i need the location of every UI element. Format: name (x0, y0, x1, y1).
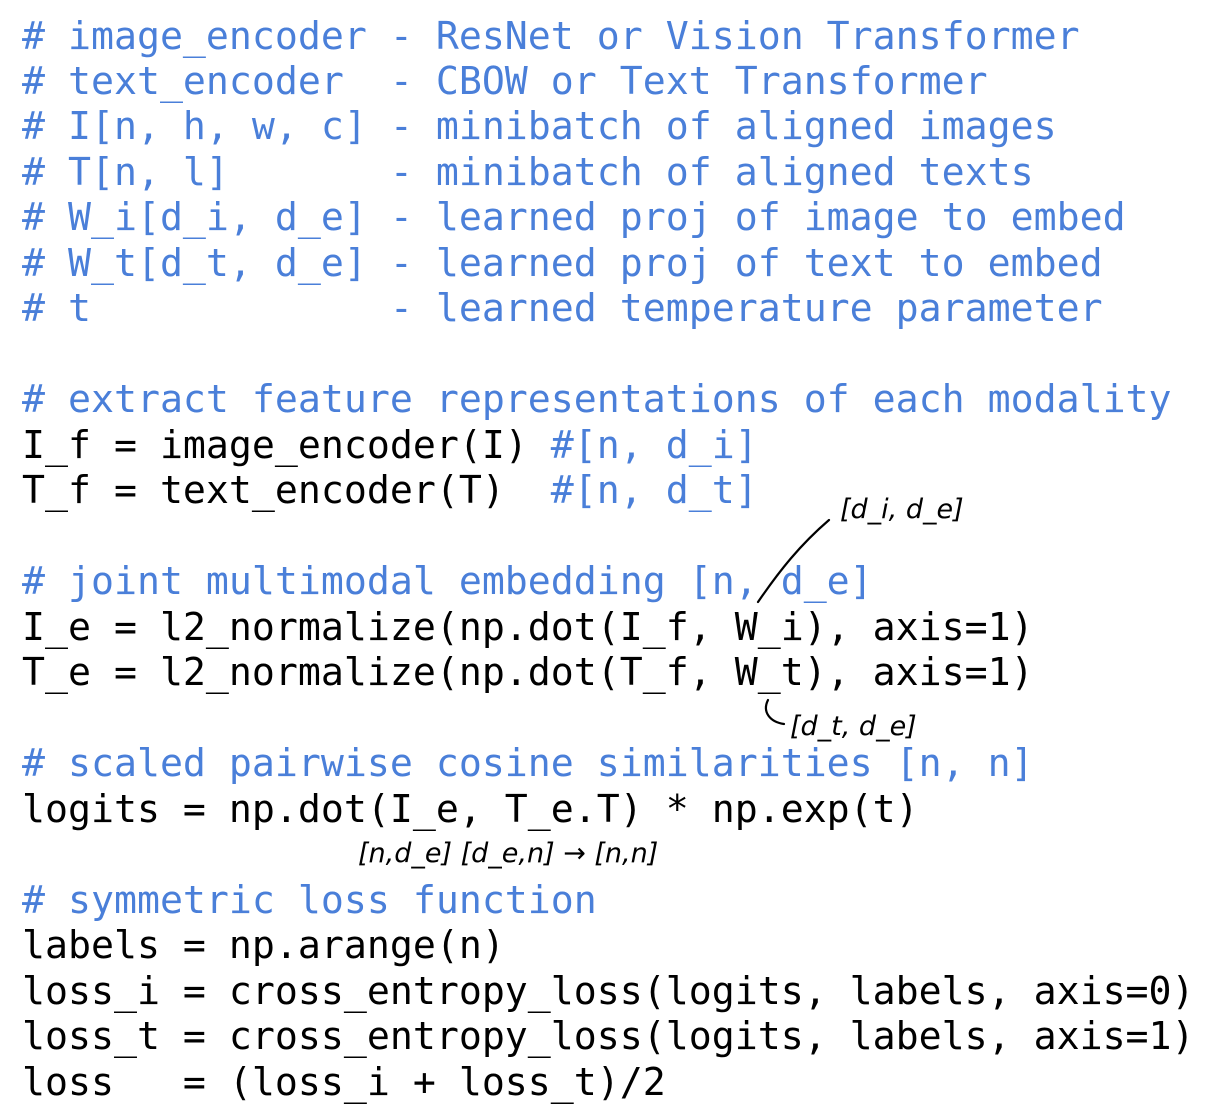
code-line-20: # symmetric loss function (22, 878, 597, 924)
code-line-24: loss = (loss_i + loss_t)/2 (22, 1060, 666, 1106)
comment-text: # symmetric loss function (22, 879, 597, 923)
comment-text: # joint multimodal embedding [n, d_e] (22, 560, 873, 604)
code-line-10: I_f = image_encoder(I) #[n, d_i] (22, 423, 758, 469)
comment-text: # text_encoder - CBOW or Text Transforme… (22, 60, 988, 104)
code-line-17: # scaled pairwise cosine similarities [n… (22, 741, 1034, 787)
code-line-13: # joint multimodal embedding [n, d_e] (22, 559, 873, 605)
code-text: loss_i = cross_entropy_loss(logits, labe… (22, 970, 1195, 1014)
code-text: loss_t = cross_entropy_loss(logits, labe… (22, 1015, 1195, 1059)
code-line-1: # image_encoder - ResNet or Vision Trans… (22, 14, 1080, 60)
code-line-21: labels = np.arange(n) (22, 923, 505, 969)
code-line-2: # text_encoder - CBOW or Text Transforme… (22, 59, 988, 105)
comment-text: # t - learned temperature parameter (22, 287, 1103, 331)
comment-text: #[n, d_t] (550, 469, 758, 513)
code-line-5: # W_i[d_i, d_e] - learned proj of image … (22, 195, 1126, 241)
comment-text: # extract feature representations of eac… (22, 378, 1172, 422)
comment-text: # I[n, h, w, c] - minibatch of aligned i… (22, 105, 1057, 149)
code-text: logits = np.dot(I_e, T_e.T) * np.exp(t) (22, 788, 919, 832)
code-text: labels = np.arange(n) (22, 924, 505, 968)
code-line-23: loss_t = cross_entropy_loss(logits, labe… (22, 1014, 1195, 1060)
code-line-22: loss_i = cross_entropy_loss(logits, labe… (22, 969, 1195, 1015)
code-text: I_f = image_encoder(I) (22, 424, 551, 468)
comment-text: # image_encoder - ResNet or Vision Trans… (22, 15, 1080, 59)
comment-text: # scaled pairwise cosine similarities [n… (22, 742, 1034, 786)
code-line-4: # T[n, l] - minibatch of aligned texts (22, 150, 1034, 196)
code-line-3: # I[n, h, w, c] - minibatch of aligned i… (22, 104, 1057, 150)
code-text: T_e = l2_normalize(np.dot(T_f, W_t), axi… (22, 651, 1034, 695)
code-line-6: # W_t[d_t, d_e] - learned proj of text t… (22, 241, 1103, 287)
code-text: T_f = text_encoder(T) (22, 469, 551, 513)
code-line-15: T_e = l2_normalize(np.dot(T_f, W_t), axi… (22, 650, 1034, 696)
comment-text: # W_i[d_i, d_e] - learned proj of image … (22, 196, 1126, 240)
code-line-14: I_e = l2_normalize(np.dot(I_f, W_i), axi… (22, 605, 1034, 651)
code-text: I_e = l2_normalize(np.dot(I_f, W_i), axi… (22, 606, 1034, 650)
code-line-9: # extract feature representations of eac… (22, 377, 1172, 423)
code-text: loss = (loss_i + loss_t)/2 (22, 1061, 666, 1105)
code-line-18: logits = np.dot(I_e, T_e.T) * np.exp(t) (22, 787, 919, 833)
comment-text: # T[n, l] - minibatch of aligned texts (22, 151, 1034, 195)
comment-text: # W_t[d_t, d_e] - learned proj of text t… (22, 242, 1103, 286)
code-line-11: T_f = text_encoder(T) #[n, d_t] (22, 468, 758, 514)
code-line-7: # t - learned temperature parameter (22, 286, 1103, 332)
comment-text: #[n, d_i] (550, 424, 758, 468)
